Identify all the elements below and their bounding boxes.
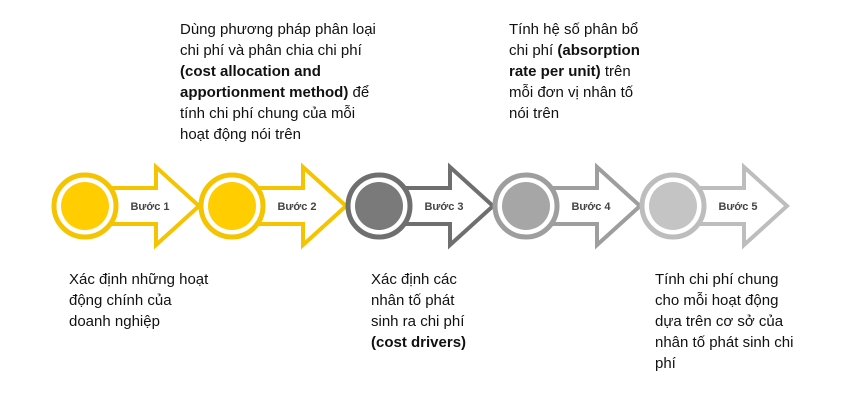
step4-description-text: Tính hệ số phân bổ chi phí <box>509 21 639 59</box>
step4-description: Tính hệ số phân bổ chi phí (absorption r… <box>509 19 649 124</box>
step-4: Bước 4 <box>492 162 643 250</box>
step5-description-text: Tính chi phí chung cho mỗi hoạt động dựa… <box>655 271 794 372</box>
step-4-label: Bước 4 <box>571 201 611 213</box>
step2-description-text-end: để tính chi phí chung của mỗi hoạt động … <box>180 84 370 143</box>
step3-description-term: (cost drivers) <box>371 334 467 351</box>
step-1-label: Bước 1 <box>130 201 169 213</box>
step-3-circle <box>355 182 403 230</box>
step2-description-term: (cost allocation and apportionment metho… <box>180 63 349 101</box>
step-3: Bước 3 <box>345 162 496 250</box>
step-5-circle <box>649 182 697 230</box>
step-5-label: Bước 5 <box>718 201 757 213</box>
step2-description: Dùng phương pháp phân loại chi phí và ph… <box>180 19 380 145</box>
step3-description-text: Xác định các nhân tố phát sinh ra chi ph… <box>371 271 465 330</box>
step2-description-text: Dùng phương pháp phân loại chi phí và ph… <box>180 21 376 59</box>
step4-description-term: (absorption rate per unit) <box>509 42 640 80</box>
step4-description-text-end: trên mỗi đơn vị nhân tố nói trên <box>509 63 634 122</box>
step-3-label: Bước 3 <box>424 201 463 213</box>
step-2: Bước 2 <box>198 162 349 250</box>
step1-description: Xác định những hoạt động chính của doanh… <box>69 269 209 332</box>
step-1-circle <box>61 182 109 230</box>
step5-description: Tính chi phí chung cho mỗi hoạt động dựa… <box>655 269 795 374</box>
step-1: Bước 1 <box>51 162 202 250</box>
step-5: Bước 5 <box>639 162 790 250</box>
step1-description-text: Xác định những hoạt động chính của doanh… <box>69 271 209 330</box>
step-4-circle <box>502 182 550 230</box>
step-2-label: Bước 2 <box>277 201 316 213</box>
step3-description: Xác định các nhân tố phát sinh ra chi ph… <box>371 269 486 353</box>
step-2-circle <box>208 182 256 230</box>
